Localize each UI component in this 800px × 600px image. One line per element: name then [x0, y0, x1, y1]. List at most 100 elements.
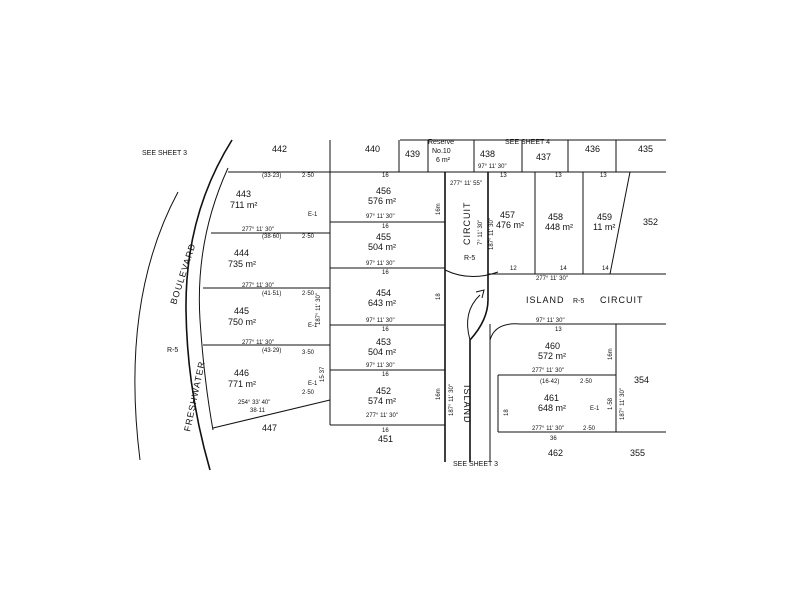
boulevard-lot-frontage	[198, 167, 229, 431]
lot-458-area: 448 m²	[545, 222, 573, 232]
bearing-187-west: 187° 11' 30"	[316, 293, 322, 325]
dim-250-a: 2·50	[302, 173, 315, 179]
lot-446-number: 446	[234, 368, 249, 378]
e1-c: E-1	[308, 381, 318, 387]
dim-33-23: (33·23)	[262, 173, 281, 179]
dim-16m-a: 16m	[436, 203, 442, 215]
road-width-c: R-5	[167, 347, 178, 354]
dim-13-a: 13	[500, 173, 507, 179]
lot-459-area: 11 m²	[593, 222, 615, 232]
dim-16-42: (16·42)	[540, 379, 559, 385]
road-width-b: R-5	[573, 298, 584, 305]
lot-458-number: 458	[548, 212, 563, 222]
lot-446-area: 771 m²	[228, 379, 256, 389]
lot-457-number: 457	[500, 210, 515, 220]
dim-250-e: 2·50	[580, 379, 593, 385]
dim-16-f: 16	[382, 428, 389, 434]
lot-453-number: 453	[376, 337, 391, 347]
dim-158: 1·58	[608, 397, 614, 410]
direction-arrow	[467, 294, 481, 341]
see-sheet-left: SEE SHEET 3	[142, 150, 187, 157]
reserve-area: 6 m²	[436, 157, 451, 164]
road-width-a: R-5	[464, 255, 475, 262]
lot-444-area: 735 m²	[228, 259, 256, 269]
bearing-277-e: 277° 11' 55"	[450, 181, 482, 187]
island-circuit-curve-south	[489, 323, 521, 341]
lot-454-number: 454	[376, 288, 391, 298]
dim-43-29: (43·29)	[262, 348, 281, 354]
neighbour-lot-355: 355	[630, 448, 645, 458]
lot-457-area: 476 m²	[496, 220, 524, 230]
dim-18-b: 18	[504, 409, 510, 416]
neighbour-lot-435: 435	[638, 144, 653, 154]
lot-461-number: 461	[544, 393, 559, 403]
dim-16-b: 16	[382, 224, 389, 230]
see-sheet-top: SEE SHEET 4	[505, 139, 550, 146]
island-circuit-curve-north	[444, 269, 499, 277]
dim-16m-b: 16m	[436, 388, 442, 400]
bearing-97-d: 97° 11' 30"	[366, 363, 395, 369]
e1-d: E-1	[590, 406, 600, 412]
dim-41-51: (41·51)	[262, 291, 281, 297]
reserve-title: Reserve	[428, 139, 454, 146]
neighbour-lot-451: 451	[378, 434, 393, 444]
bearing-254: 254° 33' 40"	[238, 400, 270, 406]
dim-250-f: 2·50	[583, 426, 596, 432]
lot-443-area: 711 m²	[230, 200, 257, 210]
bearing-97-a: 97° 11' 30"	[366, 214, 395, 220]
dim-36: 36	[550, 436, 557, 442]
dim-16-a: 16	[382, 173, 389, 179]
dim-15-37: 15·37	[320, 366, 326, 382]
dim-16-e: 16	[382, 372, 389, 378]
bearing-277-f: 277° 11' 30"	[536, 276, 568, 282]
neighbour-lot-440: 440	[365, 144, 380, 154]
dim-13-c: 13	[600, 173, 607, 179]
lot-461-area: 648 m²	[538, 403, 566, 413]
e1-a: E-1	[308, 212, 318, 218]
bearing-97-e: 97° 11' 30"	[478, 164, 507, 170]
dim-350: 3·50	[302, 350, 315, 356]
see-sheet-bottom: SEE SHEET 3	[453, 461, 498, 468]
lot-446-south-line	[212, 399, 331, 429]
reserve-number: No.10	[432, 148, 451, 155]
neighbour-lot-436: 436	[585, 144, 600, 154]
lot-459-east-line	[609, 171, 631, 275]
dim-18-a: 18	[436, 293, 442, 300]
bearing-277-d: 277° 11' 30"	[366, 413, 398, 419]
lot-455-number: 455	[376, 232, 391, 242]
bearing-187-457: 187° 11' 30"	[489, 218, 495, 250]
dim-16-c: 16	[382, 270, 389, 276]
bearing-97-c: 97° 11' 30"	[366, 318, 395, 324]
lot-460-number: 460	[545, 341, 560, 351]
bearing-97-f: 97° 11' 30"	[536, 318, 565, 324]
dim-12: 12	[510, 266, 517, 272]
lot-456-number: 456	[376, 186, 391, 196]
lot-455-area: 504 m²	[368, 242, 396, 252]
dim-13-d: 13	[555, 327, 562, 333]
road-island-vertical: ISLAND	[462, 385, 472, 424]
dim-14-b: 14	[602, 266, 609, 272]
e1-b: E-1	[308, 323, 318, 329]
road-circuit-horizontal: CIRCUIT	[600, 295, 644, 305]
neighbour-lot-462: 462	[548, 448, 563, 458]
lot-453-area: 504 m²	[368, 347, 396, 357]
neighbour-lot-437: 437	[536, 152, 551, 162]
bearing-277-h: 277° 11' 30"	[532, 426, 564, 432]
lot-445-area: 750 m²	[228, 317, 256, 327]
dim-13-b: 13	[555, 173, 562, 179]
lot-452-number: 452	[376, 386, 391, 396]
road-boulevard: BOULEVARD	[168, 242, 197, 306]
dim-38-60: (38·60)	[262, 234, 281, 240]
neighbour-lot-439: 439	[405, 149, 420, 159]
lot-454-area: 643 m²	[368, 298, 396, 308]
boulevard-outer-curve	[134, 191, 179, 461]
dim-250-c: 2·50	[302, 291, 315, 297]
neighbour-lot-354: 354	[634, 375, 649, 385]
neighbour-lot-352: 352	[643, 217, 658, 227]
bearing-277-c: 277° 11' 30"	[242, 340, 274, 346]
road-circuit-vertical: CIRCUIT	[462, 202, 472, 246]
road-island-horizontal: ISLAND	[526, 295, 565, 305]
lot-459-number: 459	[597, 212, 612, 222]
dim-16m-c: 16m	[608, 348, 614, 360]
lot-460-area: 572 m²	[538, 351, 566, 361]
